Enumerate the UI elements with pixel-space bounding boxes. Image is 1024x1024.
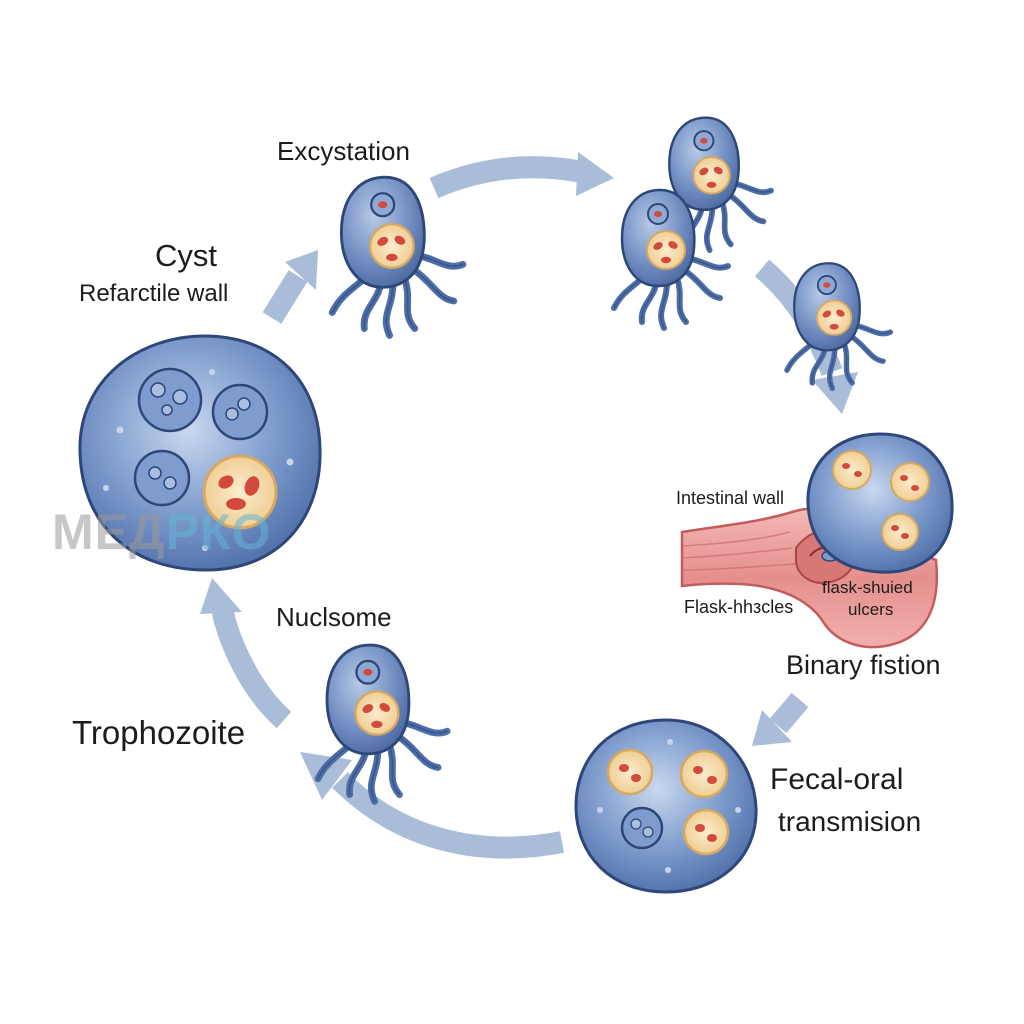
arrow-trophozoite-to-cyst-head <box>200 578 242 614</box>
arrow-fecal-oral-to-trophozoite-head <box>300 752 352 800</box>
cycle-arrows <box>200 152 858 859</box>
fecal-oral-cyst <box>574 718 758 894</box>
trophozoite-label: Trophozoite <box>72 714 246 751</box>
trophozoite-3 <box>787 263 890 388</box>
arrow-fecal-oral-to-trophozoite <box>332 772 565 859</box>
arrow-excystation-to-trophozoites <box>429 156 585 199</box>
arrow-trophozoites-to-intestine-head <box>812 372 858 414</box>
fecal-oral-label-line1: Fecal-oral <box>770 763 904 796</box>
cyst-label: Cyst <box>155 238 217 273</box>
watermark: МЕДРКО <box>52 503 271 561</box>
dividing-cyst <box>806 432 954 574</box>
flask-ulcers-label-line2: ulcers <box>848 600 894 619</box>
arrow-excystation-to-trophozoites-head <box>576 152 614 196</box>
fecal-oral-label-line2: transmision <box>778 806 922 837</box>
refractile-wall-label: Refarctile wall <box>79 280 229 307</box>
arrow-cyst-to-excystation-head <box>285 250 318 290</box>
nucleosome-label: Nuclsome <box>276 602 392 632</box>
arrow-intestine-to-binary-fission-head <box>752 710 792 746</box>
watermark-part1: МЕД <box>52 504 166 560</box>
flask-label: Flask-hhзcles <box>684 597 794 617</box>
binary-fission-label: Binary fistion <box>786 650 941 680</box>
flask-ulcers-label-line1: flask-shuied <box>822 578 913 597</box>
excystation-label: Excystation <box>277 136 410 166</box>
mature-cyst <box>78 334 322 572</box>
arrow-cyst-to-excystation <box>262 270 308 324</box>
excystation-trophozoite <box>332 177 463 335</box>
intestinal-wall-label: Intestinal wall <box>676 488 785 508</box>
arrow-intestine-to-binary-fission <box>769 692 809 734</box>
watermark-part2: РКО <box>165 504 272 560</box>
arrow-trophozoite-to-cyst <box>211 605 292 729</box>
